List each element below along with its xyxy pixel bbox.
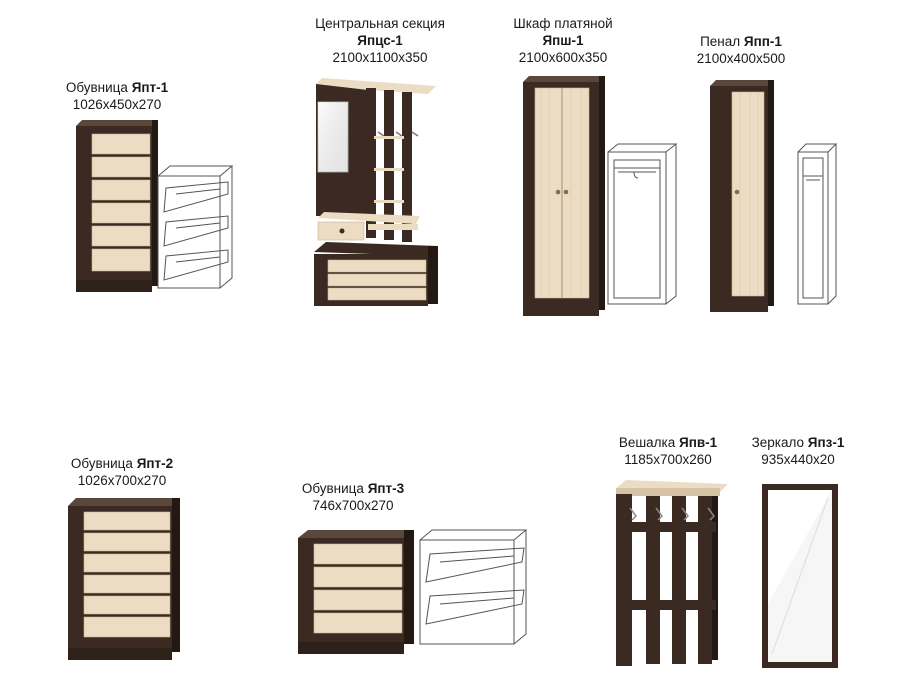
product-name: Обувница Япт-3 — [302, 480, 404, 497]
product-size: 2100x400x500 — [696, 51, 786, 66]
product-prefix: Центральная секция — [315, 16, 445, 31]
product-label-ypt3: Обувница Япт-3 746x700x270 — [302, 480, 404, 514]
product-size: 746x700x270 — [312, 498, 394, 513]
product-prefix: Обувница — [70, 456, 137, 471]
product-label-ypsh1: Шкаф платяной Япш-1 2100x600x350 — [513, 15, 612, 66]
product-name: Обувница Япт-1 — [66, 79, 168, 96]
product-name: Япцс-1 — [315, 32, 445, 49]
shoe-cabinet-ypt3-sketch — [419, 529, 528, 645]
product-code: Япв-1 — [679, 435, 718, 450]
product-label-ypcs1: Центральная секция Япцс-1 2100x1100x350 — [315, 15, 445, 66]
product-prefix: Шкаф платяной — [513, 16, 613, 31]
shoe-cabinet-ypt1-sketch — [157, 165, 234, 289]
product-name: Вешалка Япв-1 — [619, 434, 717, 451]
product-prefix: Обувница — [301, 481, 368, 496]
product-code: Япцс-1 — [357, 33, 403, 48]
product-label-ypt2: Обувница Япт-2 1026x700x270 — [71, 455, 173, 489]
shoe-cabinet-ypt2-image — [68, 498, 180, 660]
product-size: 2100x600x350 — [518, 50, 608, 65]
product-size: 1026x450x270 — [72, 97, 162, 112]
product-label-ypt1: Обувница Япт-1 1026x450x270 — [66, 79, 168, 113]
wardrobe-ypsh1-sketch — [607, 143, 678, 305]
product-name: Обувница Япт-2 — [71, 455, 173, 472]
product-label-ypp1: Пенал Япп-1 2100x400x500 — [697, 33, 786, 67]
hallway-section-ypcs1-image — [314, 78, 438, 306]
product-code: Япп-1 — [743, 34, 782, 49]
product-code: Япт-1 — [131, 80, 169, 95]
product-name: Зеркало Япз-1 — [752, 434, 845, 451]
product-label-ypz1: Зеркало Япз-1 935x440x20 — [752, 434, 845, 468]
product-prefix: Обувница — [65, 80, 132, 95]
product-label-ypv1: Вешалка Япв-1 1185x700x260 — [619, 434, 717, 468]
shoe-cabinet-ypt1-image — [76, 120, 158, 292]
product-prefix: Зеркало — [751, 435, 808, 450]
tall-cabinet-ypp1-image — [710, 80, 774, 312]
tall-cabinet-ypp1-sketch — [797, 143, 838, 305]
product-name: Пенал Япп-1 — [697, 33, 786, 50]
product-size: 1185x700x260 — [624, 452, 712, 467]
product-size: 1026x700x270 — [77, 473, 167, 488]
product-name: Япш-1 — [513, 32, 612, 49]
coat-rack-ypv1-image — [616, 480, 728, 666]
product-size: 2100x1100x350 — [332, 50, 428, 65]
product-code: Япт-2 — [136, 456, 174, 471]
mirror-ypz1-image — [762, 484, 838, 668]
shoe-cabinet-ypt3-image — [298, 530, 414, 654]
product-code: Япт-3 — [367, 481, 405, 496]
product-code: Япз-1 — [807, 435, 845, 450]
product-prefix: Пенал — [700, 34, 744, 49]
product-prefix: Вешалка — [618, 435, 680, 450]
wardrobe-ypsh1-image — [523, 76, 605, 316]
product-size: 935x440x20 — [761, 452, 835, 467]
product-code: Япш-1 — [542, 33, 584, 48]
